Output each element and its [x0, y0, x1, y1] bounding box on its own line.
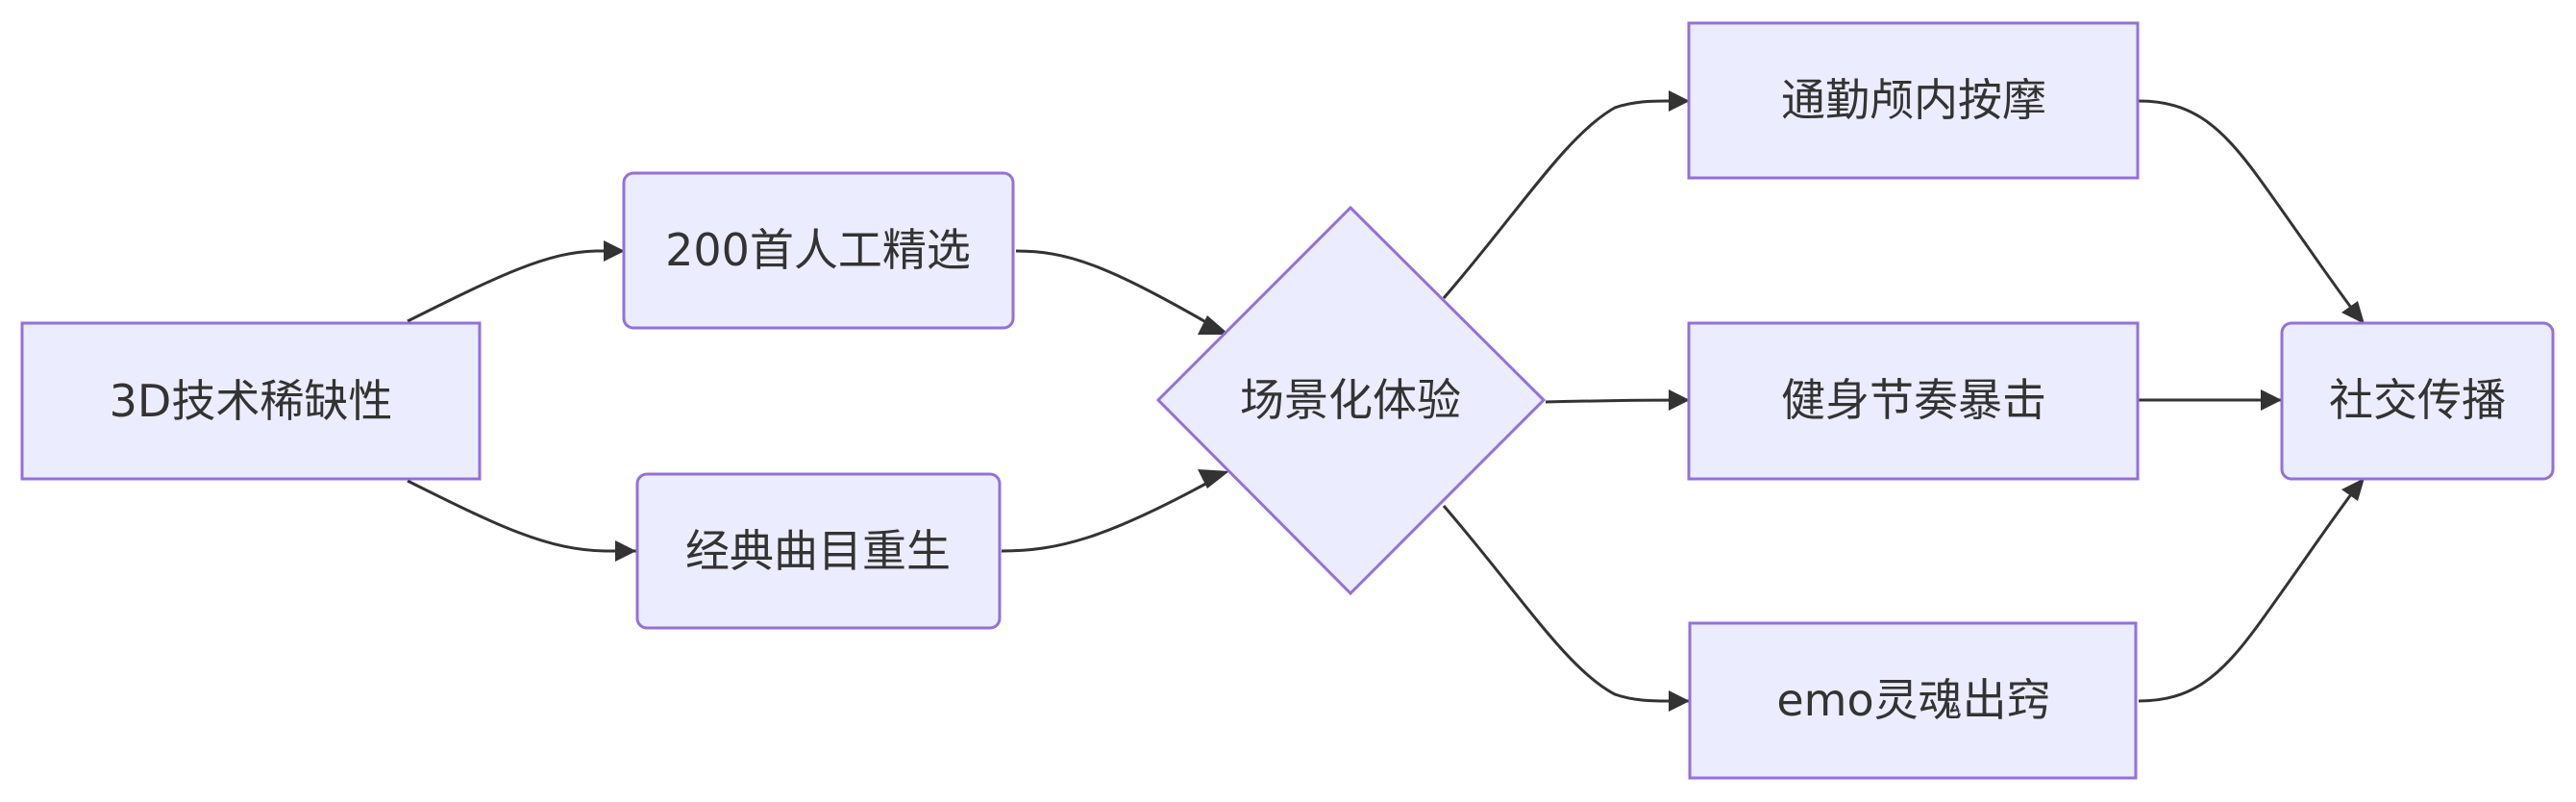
edge-emo-to-social [2138, 481, 2363, 703]
node-classic-label: 经典曲目重生 [685, 525, 951, 577]
node-social-label: 社交传播 [2329, 374, 2506, 426]
node-social[interactable]: 社交传播 [2280, 321, 2555, 481]
arrowhead-fitness [1669, 389, 1690, 411]
edge-curated-to-scene [1015, 249, 1212, 327]
node-commute[interactable]: 通勤颅内按摩 [1687, 21, 2140, 180]
arrowhead-social-bottom [2341, 478, 2365, 501]
arrowhead-social-mid [2261, 389, 2282, 411]
node-emo[interactable]: emo灵魂出窍 [1688, 621, 2138, 780]
node-fitness[interactable]: 健身节奏暴击 [1687, 321, 2140, 481]
node-curated[interactable]: 200首人工精选 [622, 171, 1015, 330]
node-tech[interactable]: 3D技术稀缺性 [20, 321, 482, 481]
nodes: 3D技术稀缺性 200首人工精选 经典曲目重生 场景化体验 通勤颅内按摩 健身节… [20, 21, 2555, 780]
edges [407, 90, 2365, 712]
node-fitness-label: 健身节奏暴击 [1781, 374, 2046, 426]
edge-scene-to-fitness [1545, 398, 1691, 404]
arrowhead-classic [615, 540, 636, 562]
node-classic[interactable]: 经典曲目重生 [635, 472, 1002, 630]
arrowhead-scene-top [1198, 315, 1229, 335]
node-emo-label: emo灵魂出窍 [1776, 674, 2050, 726]
arrowhead-curated [604, 240, 625, 262]
edge-scene-to-emo [1442, 505, 1690, 703]
arrowhead-emo [1669, 690, 1690, 712]
edge-classic-to-scene [1001, 479, 1212, 553]
node-scene-label: 场景化体验 [1240, 374, 1461, 426]
arrowhead-scene-bottom [1198, 469, 1229, 489]
edge-tech-to-curated [407, 249, 625, 323]
node-curated-label: 200首人工精选 [665, 224, 971, 276]
node-commute-label: 通勤颅内按摩 [1781, 74, 2046, 126]
edge-commute-to-social [2138, 99, 2363, 321]
node-tech-label: 3D技术稀缺性 [110, 375, 393, 427]
arrowhead-social-top [2341, 301, 2365, 324]
edge-scene-to-commute [1442, 99, 1690, 299]
edge-tech-to-classic [407, 479, 636, 553]
node-scene[interactable]: 场景化体验 [1155, 205, 1547, 596]
arrowhead-commute [1669, 90, 1690, 112]
